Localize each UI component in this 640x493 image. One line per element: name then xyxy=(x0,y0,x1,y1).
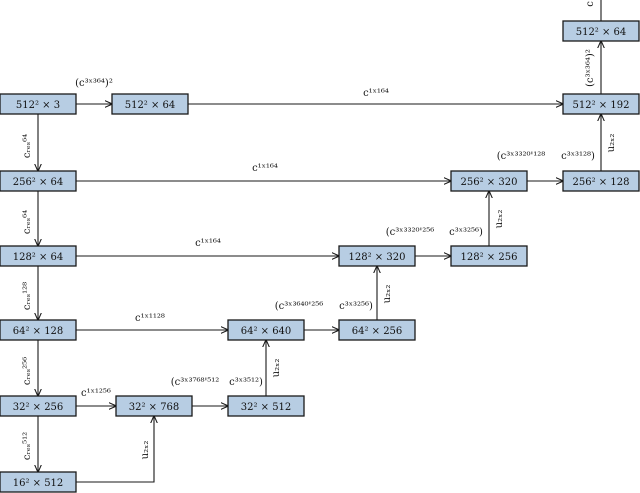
node-32x512: 32² × 512 xyxy=(227,395,305,417)
label-up-4: u₂ₓ₂ xyxy=(494,210,505,229)
node-label: 32² × 768 xyxy=(129,402,180,413)
node-128x320: 128² × 320 xyxy=(338,245,416,267)
label-res-64-b: cᵣₑₛ⁶⁴ xyxy=(22,210,33,234)
label-res-64-a: cᵣₑₛ⁶⁴ xyxy=(22,134,33,158)
node-128x256: 128² × 256 xyxy=(450,245,528,267)
label-res-512: cᵣₑₛ⁵¹² xyxy=(22,432,33,460)
node-label: 128² × 256 xyxy=(461,252,518,263)
label-res-128: cᵣₑₛ¹²⁸ xyxy=(22,282,33,310)
nodes: 512² × 3 512² × 64 512² × 192 512² × 64 … xyxy=(0,20,640,493)
node-label: 64² × 640 xyxy=(241,326,292,337)
edge-up-1 xyxy=(76,416,154,483)
node-label: 512² × 64 xyxy=(125,100,176,111)
node-label: 256² × 64 xyxy=(13,177,64,188)
label-conv-320-256: (c³ˣ³³²⁰'²⁵⁶ xyxy=(386,227,435,238)
label-skip-128: c¹ˣ¹⁶⁴ xyxy=(195,238,221,249)
label-up-1: u₂ₓ₂ xyxy=(140,441,151,460)
node-256x64: 256² × 64 xyxy=(0,170,77,192)
node-64x640: 64² × 640 xyxy=(227,319,305,341)
node-256x320: 256² × 320 xyxy=(450,170,528,192)
label-conv-256-b: c³ˣ³²⁵⁶) xyxy=(449,227,483,238)
edges xyxy=(38,0,601,483)
label-conv-in: (c³ˣ³⁶⁴)² xyxy=(75,78,113,89)
node-32x768: 32² × 768 xyxy=(115,395,193,417)
label-conv-256-a: c³ˣ³²⁵⁶) xyxy=(339,301,373,312)
node-256x128: 256² × 128 xyxy=(562,170,640,192)
node-label: 256² × 128 xyxy=(573,177,630,188)
node-64x256: 64² × 256 xyxy=(338,319,416,341)
label-skip-256: c¹ˣ¹⁶⁴ xyxy=(252,163,278,174)
node-label: 512² × 192 xyxy=(573,100,630,111)
node-32x256: 32² × 256 xyxy=(0,395,77,417)
label-conv-128: c³ˣ³¹²⁸) xyxy=(561,151,595,162)
label-skip-32: c¹ˣ¹²⁵⁶ xyxy=(81,388,111,399)
node-label: 128² × 320 xyxy=(349,252,406,263)
node-512x192: 512² × 192 xyxy=(562,93,640,115)
label-up-5: u₂ₓ₂ xyxy=(606,134,617,153)
label-up-2: u₂ₓ₂ xyxy=(271,359,282,378)
node-128x64: 128² × 64 xyxy=(0,245,77,267)
node-label: 16² × 512 xyxy=(13,478,64,489)
label-conv-768-512: (c³ˣ³⁷⁶⁸'⁵¹² xyxy=(171,377,220,388)
label-top-cut: c xyxy=(585,1,596,7)
node-label: 128² × 64 xyxy=(13,252,64,263)
node-512x3: 512² × 3 xyxy=(0,93,77,115)
node-label: 256² × 320 xyxy=(461,177,518,188)
node-label: 512² × 64 xyxy=(576,27,627,38)
label-conv-640-256: (c³ˣ³⁶⁴⁰'²⁵⁶ xyxy=(275,301,324,312)
edge-labels: (c³ˣ³⁶⁴)² c¹ˣ¹⁶⁴ c¹ˣ¹⁶⁴ c¹ˣ¹⁶⁴ c¹ˣ¹¹²⁸ c… xyxy=(22,1,617,460)
node-16x512: 16² × 512 xyxy=(0,471,77,493)
node-label: 512² × 3 xyxy=(16,100,60,111)
node-512x64-a: 512² × 64 xyxy=(111,93,189,115)
node-label: 32² × 512 xyxy=(241,402,292,413)
label-up-3: u₂ₓ₂ xyxy=(382,285,393,304)
node-label: 64² × 128 xyxy=(13,326,64,337)
label-skip-512: c¹ˣ¹⁶⁴ xyxy=(363,88,389,99)
label-conv-512: c³ˣ³⁵¹²) xyxy=(229,377,263,388)
label-conv-out: (c³ˣ³⁶⁴)² xyxy=(585,49,596,87)
label-skip-64: c¹ˣ¹¹²⁸ xyxy=(135,313,165,324)
node-64x128: 64² × 128 xyxy=(0,319,77,341)
label-res-256: cᵣₑₛ²⁵⁶ xyxy=(22,357,33,385)
node-512x64-b: 512² × 64 xyxy=(562,20,640,42)
label-conv-320-128: (c³ˣ³³²⁰'¹²⁸ xyxy=(497,151,546,162)
node-label: 64² × 256 xyxy=(352,326,403,337)
node-label: 32² × 256 xyxy=(13,402,64,413)
